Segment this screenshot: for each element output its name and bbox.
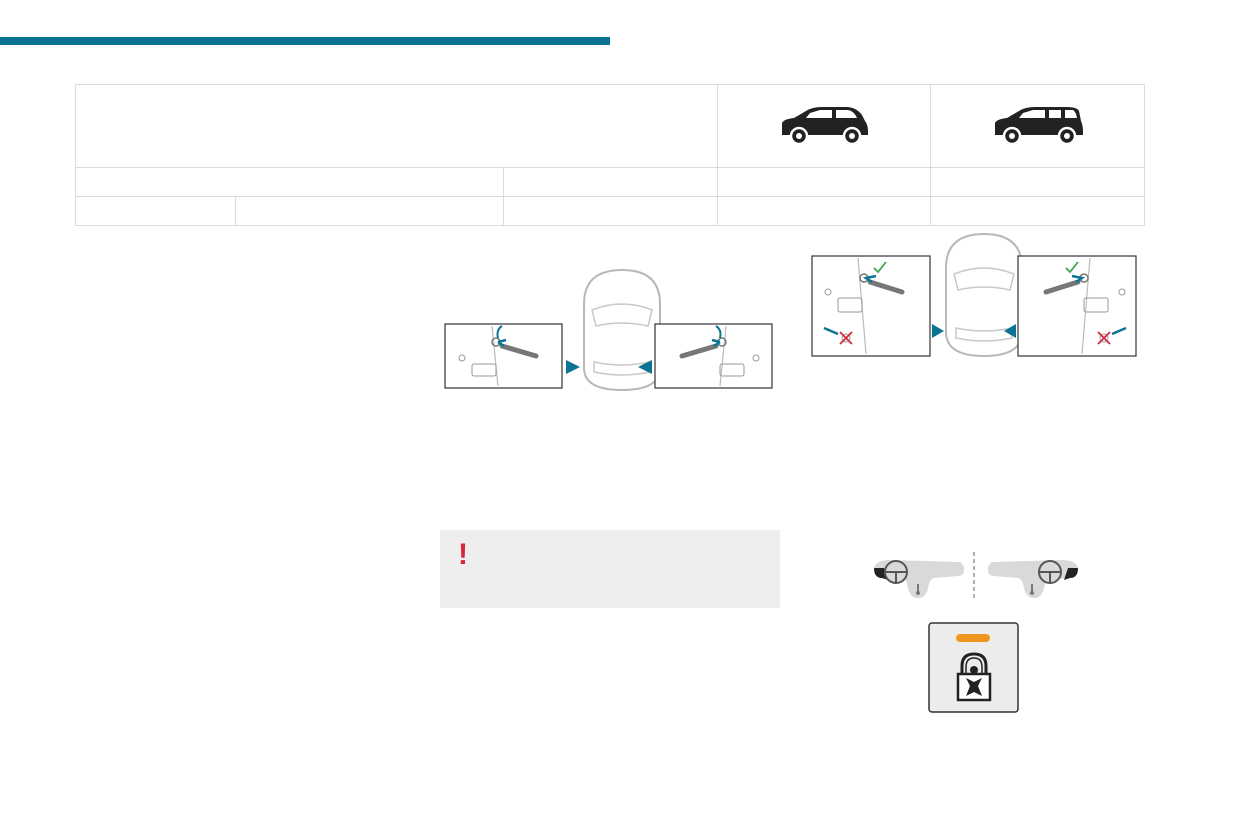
- table-header-cell-model-b: [929, 84, 1146, 168]
- door-check-strap-diagram-with-marks: [811, 232, 1137, 358]
- table-header-cell: [75, 84, 718, 168]
- table-row: [74, 167, 1146, 197]
- car-side-icon: [994, 107, 1083, 146]
- table-header-row: [75, 84, 1146, 168]
- table-row: [74, 196, 1146, 226]
- table-cell: [716, 167, 931, 197]
- warning-box: !: [440, 530, 780, 608]
- lhd-rhd-dashboard-icon: [874, 552, 1078, 598]
- door-check-strap-diagram: [444, 268, 773, 392]
- led-indicator: [956, 634, 990, 642]
- child-lock-icon: [956, 652, 992, 702]
- table-header-cell-model-a: [716, 84, 931, 168]
- table-cell: [716, 196, 931, 226]
- table-cell: [503, 196, 718, 226]
- table-cell: [235, 196, 505, 226]
- table-cell: [74, 167, 505, 197]
- car-side-icon: [781, 107, 868, 146]
- spec-table: [74, 84, 1146, 226]
- child-lock-button: [928, 622, 1019, 713]
- table-cell: [929, 167, 1146, 197]
- table-cell: [929, 196, 1146, 226]
- table-cell: [74, 196, 237, 226]
- header-accent-bar: [0, 37, 610, 45]
- table-cell: [503, 167, 718, 197]
- warning-icon: !: [458, 538, 468, 571]
